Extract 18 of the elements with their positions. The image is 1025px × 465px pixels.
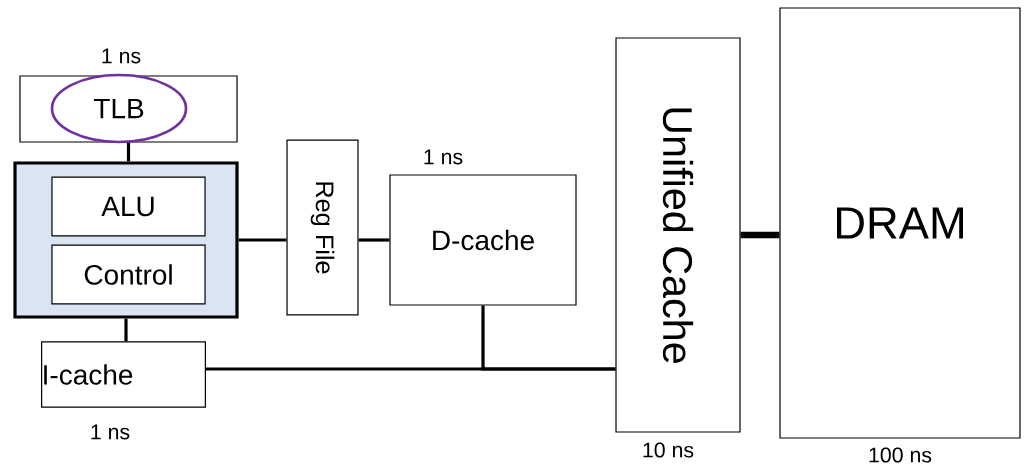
latency-label: 1 ns [102, 48, 141, 64]
latency-label: 10 ns [643, 442, 694, 458]
connector-line [126, 142, 131, 162]
latency-label: 100 ns [869, 447, 932, 463]
control-box: Control [51, 244, 206, 305]
connector-line [124, 318, 128, 342]
connector-line [481, 305, 616, 371]
latency-label: 1 ns [91, 424, 130, 440]
connector-line [740, 231, 780, 239]
register-file-box: Reg File [286, 139, 359, 316]
cache-box: D-cache [389, 174, 577, 306]
memory-box: DRAM [779, 7, 1021, 439]
alu-box: ALU [51, 176, 206, 237]
cache-box: I-cache [41, 341, 206, 408]
connector-line [358, 238, 390, 242]
latency-label: 1 ns [424, 149, 463, 165]
cache-box: Unified Cache [615, 37, 741, 433]
connector-line [238, 238, 287, 242]
